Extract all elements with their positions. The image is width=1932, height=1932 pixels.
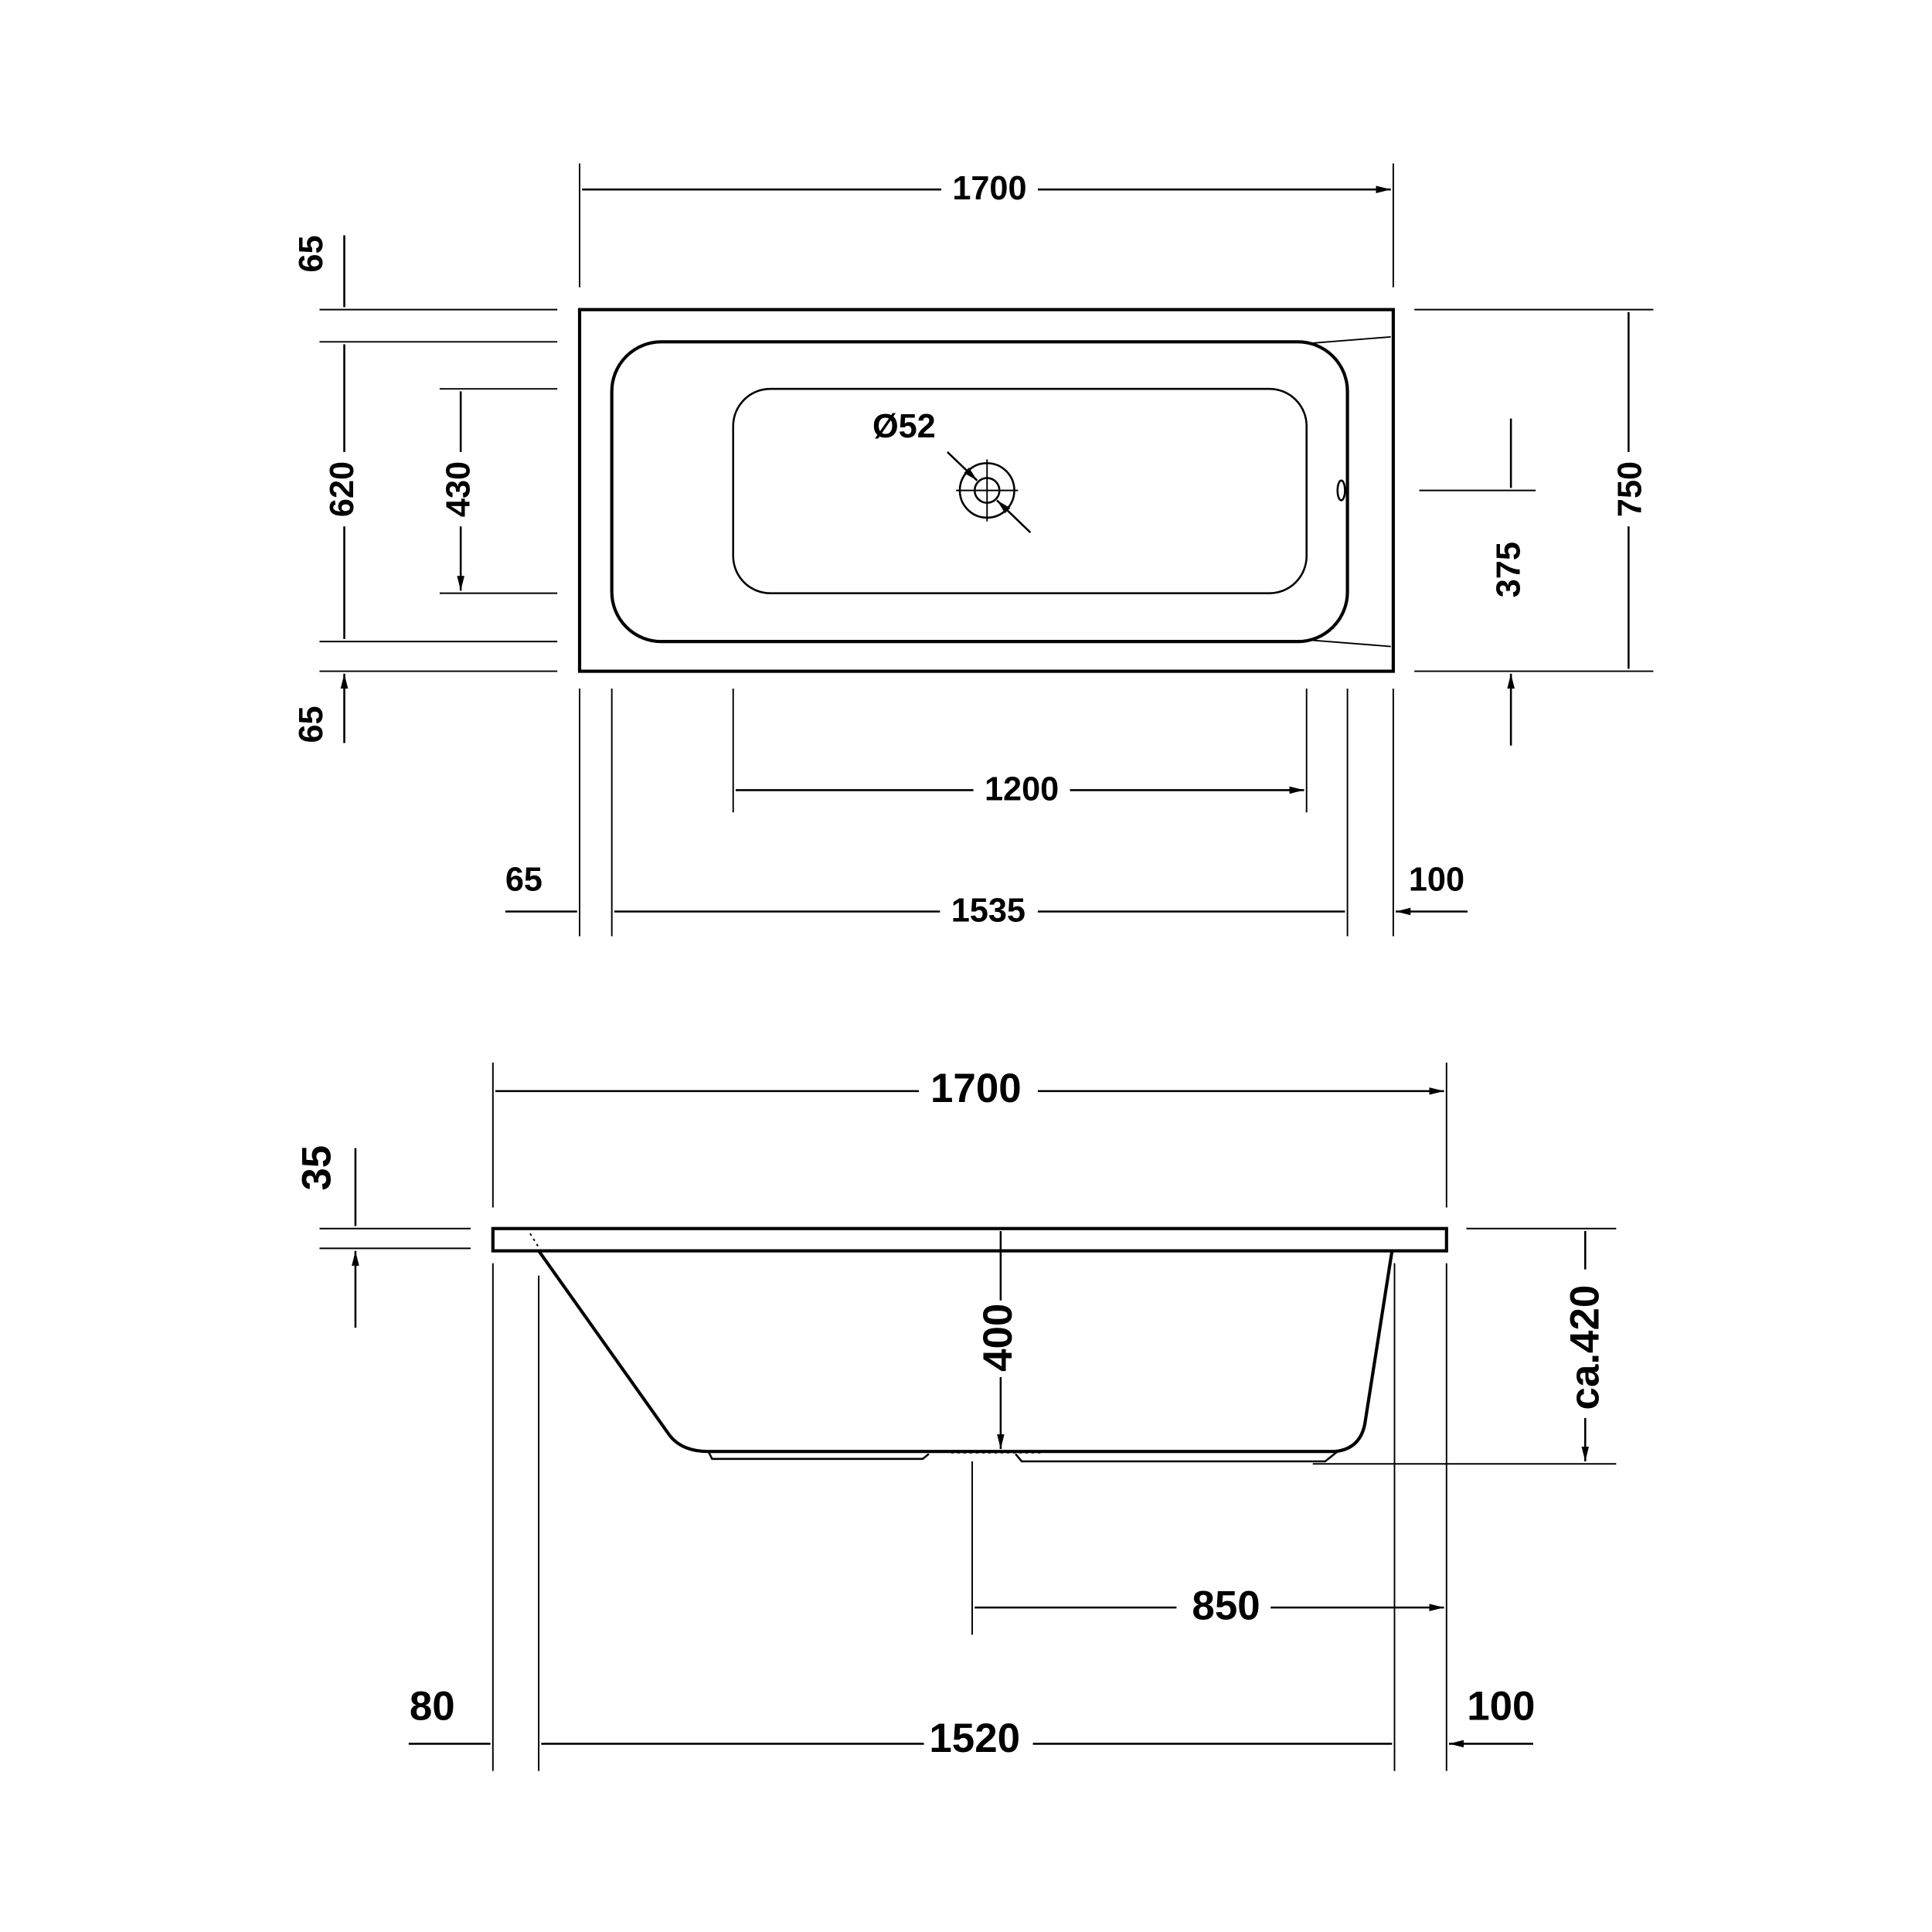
dim-rim-thickness: 35 bbox=[294, 1145, 339, 1191]
dim-left-offset: 80 bbox=[410, 1684, 455, 1730]
dim-overall-height: ca.420 bbox=[1562, 1285, 1607, 1410]
dim-drain-position: 850 bbox=[1192, 1583, 1260, 1629]
dim-overall-width: 750 bbox=[1612, 461, 1649, 517]
drain-diameter-label: Ø52 bbox=[872, 408, 936, 445]
dim-rim-top: 65 bbox=[293, 235, 330, 272]
tub-basin bbox=[610, 340, 1349, 644]
side-view: 1700 35 400 ca.420 850 1520 80 100 bbox=[294, 1063, 1617, 1771]
tub-outline bbox=[577, 308, 1395, 673]
dim-rim-left: 65 bbox=[505, 861, 543, 898]
dim-right-offset: 100 bbox=[1467, 1684, 1535, 1730]
dim-drain-offset: 375 bbox=[1491, 542, 1528, 597]
tub-floor bbox=[732, 387, 1308, 594]
dim-depth: 400 bbox=[975, 1304, 1021, 1372]
dim-side-overall-length: 1700 bbox=[930, 1066, 1022, 1111]
dim-overall-length: 1700 bbox=[952, 170, 1026, 207]
drain-icon bbox=[947, 451, 1032, 534]
dim-floor-length: 1200 bbox=[985, 770, 1059, 808]
dim-rim-right: 100 bbox=[1409, 861, 1464, 898]
tub-body bbox=[537, 1250, 1394, 1454]
dim-inner-width: 620 bbox=[324, 461, 361, 517]
dim-side-inner-length: 1520 bbox=[929, 1716, 1020, 1761]
overflow-icon bbox=[1336, 479, 1346, 502]
dim-floor-width: 430 bbox=[440, 461, 478, 517]
dim-inner-length: 1535 bbox=[951, 893, 1026, 930]
top-view: Ø52 1700 65 620 430 65 750 375 1200 1535… bbox=[293, 163, 1654, 937]
tub-rim bbox=[491, 1226, 1448, 1253]
dim-rim-bottom: 65 bbox=[293, 706, 330, 743]
